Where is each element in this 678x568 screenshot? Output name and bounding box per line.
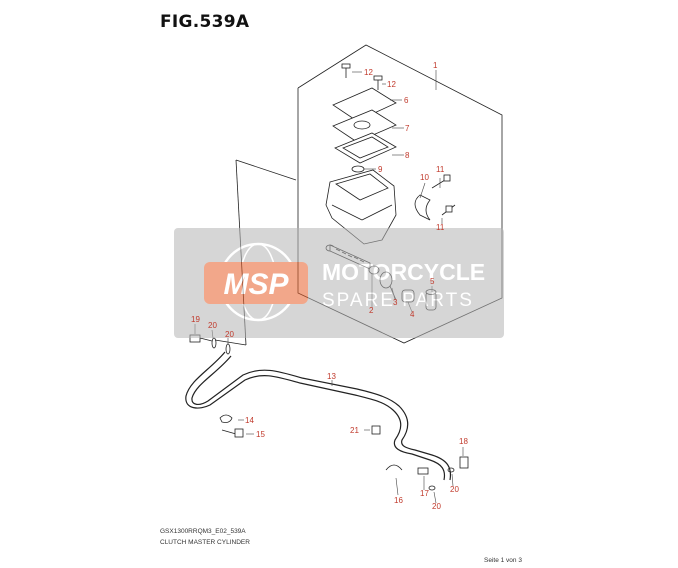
assembly-outline-left [235, 159, 297, 181]
callout-9: 9 [378, 165, 383, 174]
watermark-logo: MSP [223, 268, 289, 301]
callout-19: 19 [191, 315, 200, 324]
callout-6: 6 [404, 96, 409, 105]
callout-20c: 20 [450, 485, 459, 494]
figure-code: GSX1300RRQM3_E02_539A [160, 528, 246, 535]
callout-12b: 12 [387, 80, 396, 89]
watermark-line2: SPARE PARTS [322, 290, 474, 311]
callout-20b: 20 [225, 330, 234, 339]
callout-1: 1 [433, 61, 438, 70]
callout-12a: 12 [364, 68, 373, 77]
callout-7: 7 [405, 124, 410, 133]
callout-20d: 20 [432, 502, 441, 511]
callout-18: 18 [459, 437, 468, 446]
callout-5: 5 [430, 277, 435, 286]
callout-17: 17 [420, 489, 429, 498]
clutch-hose [185, 351, 446, 481]
holder-bracket [414, 194, 431, 221]
callout-10: 10 [420, 173, 429, 182]
figure-title: FIG.539A [160, 12, 250, 32]
callout-2: 2 [369, 306, 374, 315]
callout-14: 14 [245, 416, 254, 425]
callout-3: 3 [393, 298, 398, 307]
diaphragm-plate [332, 109, 397, 143]
callout-13: 13 [327, 372, 336, 381]
watermark-msp: MSP MOTORCYCLE SPARE PARTS [174, 228, 504, 338]
reservoir-cap [332, 87, 397, 122]
screw-part [341, 63, 383, 90]
callout-15: 15 [256, 430, 265, 439]
watermark-line1: MOTORCYCLE [322, 259, 485, 285]
callout-8: 8 [405, 151, 410, 160]
callout-20a: 20 [208, 321, 217, 330]
page-indicator: Seite 1 von 3 [484, 557, 522, 564]
figure-name: CLUTCH MASTER CYLINDER [160, 539, 250, 546]
callout-11b: 11 [436, 223, 445, 232]
callout-16: 16 [394, 496, 403, 505]
callout-labels: 1 2 3 4 5 6 7 8 9 10 11 11 12 12 13 14 1… [191, 61, 468, 511]
callout-11a: 11 [436, 165, 445, 174]
callout-4: 4 [410, 310, 415, 319]
diaphragm [334, 132, 397, 164]
callout-21: 21 [350, 426, 359, 435]
